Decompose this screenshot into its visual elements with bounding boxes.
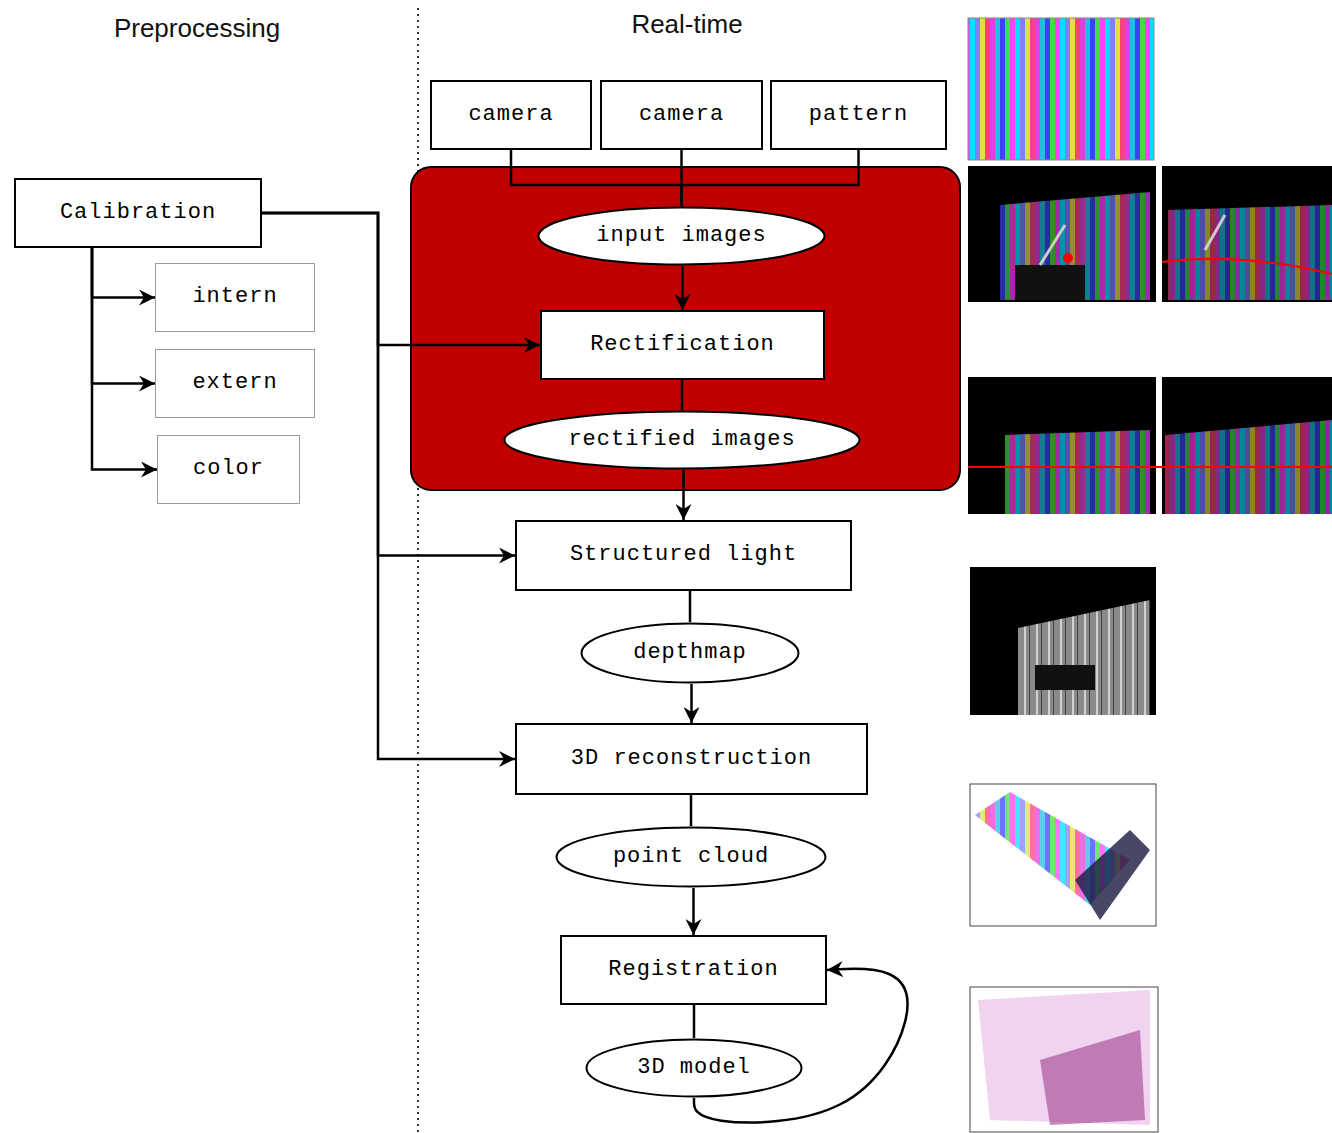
connector-arrow [690,684,693,723]
connector-arrow [689,591,692,622]
ellipse-shape [557,828,826,887]
node-label: camera [468,102,553,128]
connector-arrow [511,150,682,206]
node-label: input images [596,223,766,249]
connector-arrow [690,795,693,826]
node-label: 3D model [637,1055,751,1081]
process-box: camera [430,80,592,150]
connector-arrow [92,248,157,470]
ellipse-shape [539,208,825,265]
point-cloud-image [970,784,1156,926]
node-label: 3D reconstruction [571,746,812,772]
pattern-image [968,18,1154,160]
connector-arrow [92,248,155,298]
process-box: Registration [560,935,827,1005]
data-ellipse: rectified images [503,410,861,470]
node-label: camera [639,102,724,128]
node-label: extern [192,370,277,396]
node-label: Calibration [60,200,216,226]
realtime-gpu-region [411,167,960,490]
ellipse-shape [587,1040,802,1097]
node-label: Registration [608,957,778,983]
process-box: intern [155,263,315,332]
connector-arrow [692,888,695,935]
process-box: 3D reconstruction [515,723,868,795]
process-box: Calibration [14,178,262,248]
ellipse-shape [582,624,799,683]
data-ellipse: input images [537,206,826,266]
node-label: point cloud [613,844,769,870]
process-box: Rectification [540,310,825,380]
node-label: Rectification [590,332,775,358]
node-label: depthmap [633,640,747,666]
depthmap-image [970,567,1156,715]
process-box: color [157,435,300,504]
connector-arrow [682,470,685,520]
node-label: Structured light [570,542,797,568]
connector-arrow [681,380,684,410]
ellipse-shape [505,412,860,469]
process-box: extern [155,349,315,418]
node-label: intern [192,284,277,310]
3d-model-image [970,987,1158,1132]
connector-arrow [693,1005,696,1038]
process-box: pattern [770,80,947,150]
connector-arrow [682,150,859,206]
rectified-image-pair [968,377,1332,514]
input-image-pair [968,166,1332,302]
process-box: camera [600,80,763,150]
data-ellipse: point cloud [555,826,827,888]
connector-arrow [681,266,684,310]
section-heading: Real-time [631,9,742,40]
data-ellipse: 3D model [585,1038,803,1098]
section-heading: Preprocessing [114,13,280,44]
data-ellipse: depthmap [580,622,800,684]
node-label: pattern [809,102,908,128]
node-label: color [193,456,264,482]
node-label: rectified images [568,427,795,453]
process-box: Structured light [515,520,852,591]
connector-arrow [92,248,155,384]
